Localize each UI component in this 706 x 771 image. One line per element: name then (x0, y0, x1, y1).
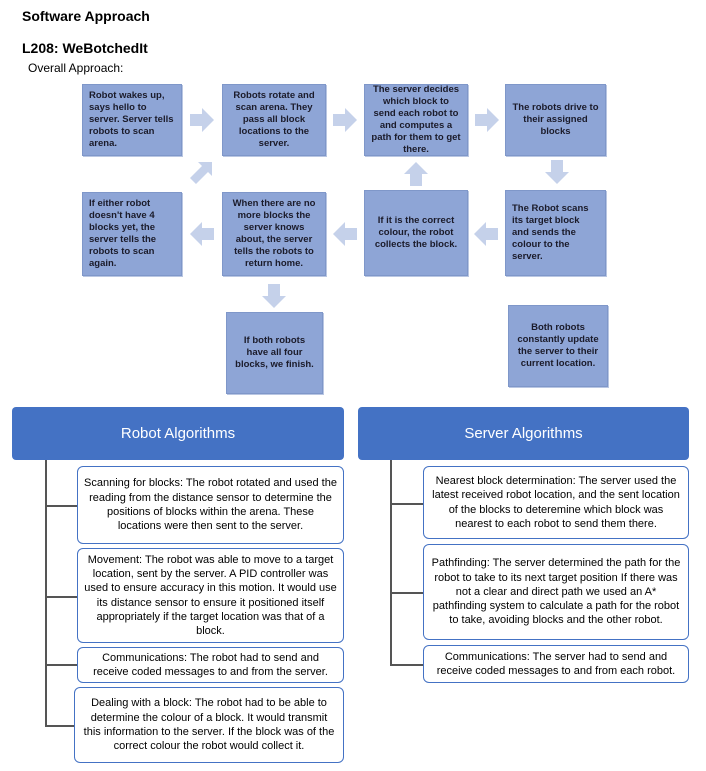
robot-item-communications: Communications: The robot had to send an… (77, 647, 344, 683)
server-tree-line (390, 460, 392, 665)
flow-step-drive: The robots drive to their assigned block… (505, 84, 606, 156)
robot-algorithms-header: Robot Algorithms (12, 407, 344, 460)
robot-tree-branch (45, 725, 74, 727)
arrow-right-icon (190, 108, 214, 132)
arrow-left-icon (190, 222, 214, 246)
server-item-pathfinding: Pathfinding: The server determined the p… (423, 544, 689, 640)
arrow-right-icon (333, 108, 357, 132)
server-item-nearest-block: Nearest block determination: The server … (423, 466, 689, 539)
flow-note-location-update: Both robots constantly update the server… (508, 305, 608, 387)
project-title: L208: WeBotchedIt (22, 40, 148, 56)
server-item-communications: Communications: The server had to send a… (423, 645, 689, 683)
arrow-left-icon (333, 222, 357, 246)
arrow-up-icon (404, 162, 428, 186)
page-title: Software Approach (22, 8, 150, 24)
robot-item-scanning: Scanning for blocks: The robot rotated a… (77, 466, 344, 544)
arrow-diagonal-icon (190, 162, 212, 184)
overall-approach-label: Overall Approach: (28, 61, 124, 75)
flow-step-return-home: When there are no more blocks the server… (222, 192, 326, 276)
robot-tree-line (45, 460, 47, 726)
flow-step-collect: If it is the correct colour, the robot c… (364, 190, 468, 276)
flow-step-finish: If both robots have all four blocks, we … (226, 312, 323, 394)
flow-step-assign-block: The server decides which block to send e… (364, 84, 468, 156)
flow-step-wake: Robot wakes up, says hello to server. Se… (82, 84, 182, 156)
server-tree-branch (390, 664, 423, 666)
server-tree-branch (390, 503, 423, 505)
robot-tree-branch (45, 664, 77, 666)
arrow-left-icon (474, 222, 498, 246)
server-algorithms-header: Server Algorithms (358, 407, 689, 460)
flow-step-scan-again: If either robot doesn't have 4 blocks ye… (82, 192, 182, 276)
flow-step-scan-target: The Robot scans its target block and sen… (505, 190, 606, 276)
robot-tree-branch (45, 596, 77, 598)
robot-tree-branch (45, 505, 77, 507)
arrow-down-icon (262, 284, 286, 308)
server-tree-branch (390, 592, 423, 594)
flow-step-scan-arena: Robots rotate and scan arena. They pass … (222, 84, 326, 156)
robot-item-dealing-with-block: Dealing with a block: The robot had to b… (74, 687, 344, 763)
arrow-down-icon (545, 160, 569, 184)
robot-item-movement: Movement: The robot was able to move to … (77, 548, 344, 643)
arrow-right-icon (475, 108, 499, 132)
